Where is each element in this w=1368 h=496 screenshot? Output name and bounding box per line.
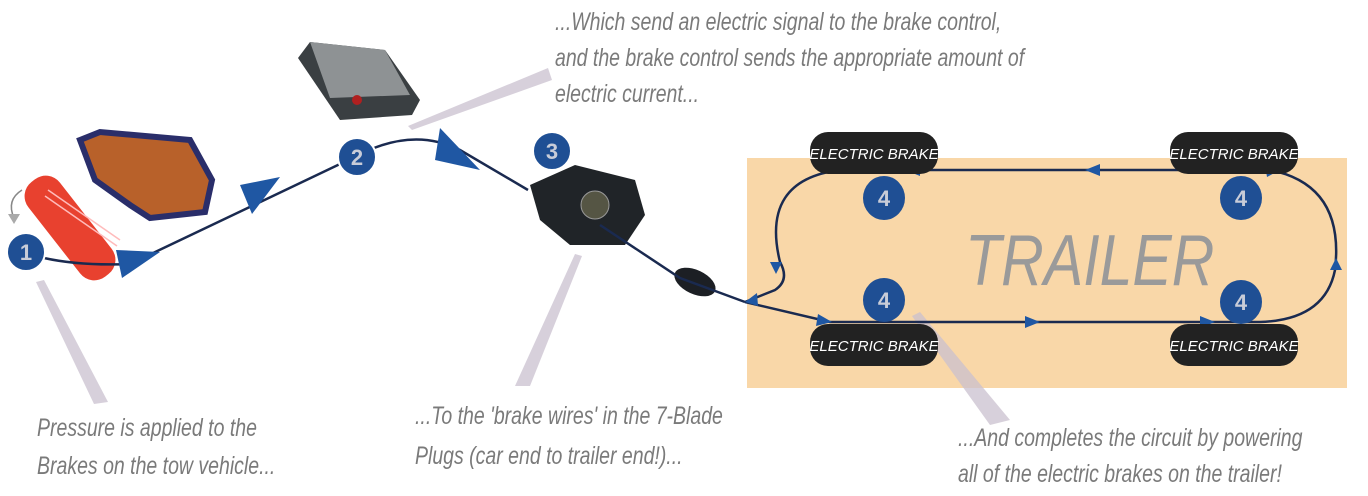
electric-brake-label: ELECTRIC BRAKE <box>1169 146 1299 163</box>
electric-brake-label: ELECTRIC BRAKE <box>809 338 939 355</box>
electric-brake-label: ELECTRIC BRAKE <box>809 146 939 163</box>
svg-text:4: 4 <box>878 186 891 211</box>
callout-pointer-3 <box>515 254 582 386</box>
callout-pointer-2 <box>408 68 552 130</box>
svg-text:4: 4 <box>1235 290 1248 315</box>
step-badge-4: 4 <box>1220 176 1262 220</box>
svg-text:2: 2 <box>351 145 363 170</box>
seven-blade-plug-icon <box>530 165 645 245</box>
brake-pedal-icon <box>24 175 121 281</box>
flow-arrow-icon <box>240 177 280 214</box>
electric-brake-rear-right: ELECTRIC BRAKE <box>1169 324 1300 366</box>
flow-arrow-icon <box>1025 316 1040 328</box>
svg-text:electric current...: electric current... <box>555 80 699 108</box>
electric-brake-label: ELECTRIC BRAKE <box>1169 338 1299 355</box>
svg-text:and the brake control sends th: and the brake control sends the appropri… <box>555 44 1027 72</box>
callout-pointer-1 <box>36 280 108 404</box>
svg-text:...To the 'brake wires' in the: ...To the 'brake wires' in the 7-Blade <box>415 402 723 430</box>
flow-arrow-icon <box>745 293 758 306</box>
flow-arrow-icon <box>770 262 782 274</box>
brake-controller-icon <box>298 42 420 120</box>
step-badge-4: 4 <box>863 278 905 322</box>
svg-text:4: 4 <box>1235 186 1248 211</box>
step-badge-3: 3 <box>532 131 572 171</box>
step-badge-1: 1 <box>6 232 46 272</box>
press-arrowhead-icon <box>8 214 20 224</box>
step-badge-4: 4 <box>1220 280 1262 324</box>
svg-text:4: 4 <box>878 288 891 313</box>
svg-text:Plugs (car end to trailer end!: Plugs (car end to trailer end!)... <box>415 442 683 470</box>
caption-step-4: ...And completes the circuit by powering… <box>958 424 1303 488</box>
electric-brake-front-right: ELECTRIC BRAKE <box>1169 132 1300 174</box>
svg-text:Brakes on the tow vehicle...: Brakes on the tow vehicle... <box>37 452 275 480</box>
svg-text:...And completes the circuit b: ...And completes the circuit by powering <box>958 424 1303 452</box>
electric-brake-front-left: ELECTRIC BRAKE <box>809 132 940 174</box>
flow-arrow-icon <box>1330 258 1342 270</box>
svg-text:all of the electric brakes on: all of the electric brakes on the traile… <box>958 460 1282 488</box>
flow-arrow-icon <box>1085 164 1100 176</box>
electric-brake-rear-left: ELECTRIC BRAKE <box>809 324 940 366</box>
step-badge-2: 2 <box>337 137 377 177</box>
caption-step-2: ...Which send an electric signal to the … <box>555 8 1027 108</box>
svg-text:...Which send an electric sign: ...Which send an electric signal to the … <box>555 8 1001 36</box>
press-arrow-icon <box>10 189 23 219</box>
step-badge-4: 4 <box>863 176 905 220</box>
caption-step-3: ...To the 'brake wires' in the 7-Blade P… <box>415 402 723 470</box>
svg-text:1: 1 <box>20 240 32 265</box>
trailer-plug-connector-icon <box>674 267 716 297</box>
boot-icon <box>76 128 216 222</box>
flow-arrow-icon <box>816 314 832 326</box>
flow-arrow-icon <box>435 128 480 170</box>
flow-arrow-icon <box>116 250 160 278</box>
wire-plug-to-trailer <box>599 223 746 304</box>
svg-text:Pressure is applied to the: Pressure is applied to the <box>37 414 257 442</box>
svg-text:3: 3 <box>546 139 558 164</box>
caption-step-1: Pressure is applied to the Brakes on the… <box>37 414 275 480</box>
trailer-label: TRAILER <box>965 219 1214 300</box>
